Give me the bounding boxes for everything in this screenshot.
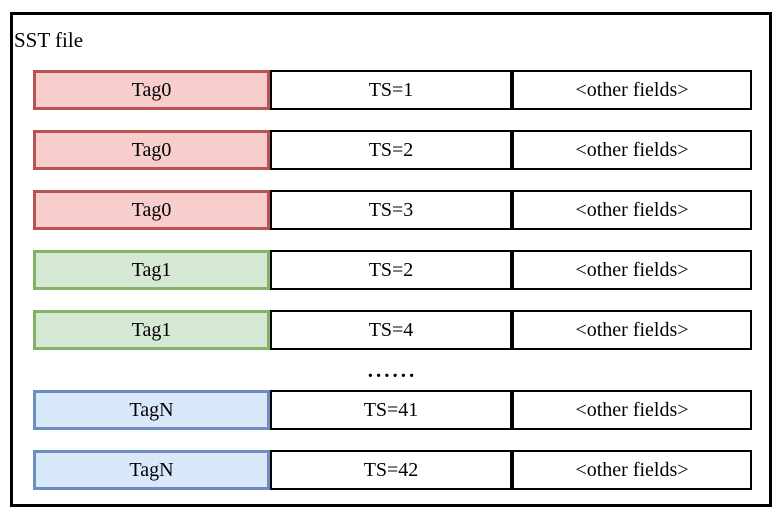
sst-file-label: SST file [14, 28, 84, 52]
sst-record-row: Tag1 TS=2 <other fields> [33, 250, 752, 290]
other-fields-cell: <other fields> [512, 70, 752, 110]
other-fields-cell: <other fields> [512, 450, 752, 490]
other-fields-cell: <other fields> [512, 130, 752, 170]
sst-record-row: TagN TS=41 <other fields> [33, 390, 752, 430]
timestamp-cell: TS=41 [270, 390, 512, 430]
sst-file-box: SST file Tag0 TS=1 <other fields> Tag0 T… [10, 12, 772, 507]
sst-record-row: Tag0 TS=2 <other fields> [33, 130, 752, 170]
tag-cell: Tag1 [33, 310, 270, 350]
timestamp-cell: TS=42 [270, 450, 512, 490]
other-fields-cell: <other fields> [512, 310, 752, 350]
other-fields-cell: <other fields> [512, 250, 752, 290]
timestamp-cell: TS=4 [270, 310, 512, 350]
tag-cell: Tag1 [33, 250, 270, 290]
sst-record-row: Tag0 TS=3 <other fields> [33, 190, 752, 230]
sst-record-row: TagN TS=42 <other fields> [33, 450, 752, 490]
tag-cell: TagN [33, 390, 270, 430]
timestamp-cell: TS=1 [270, 70, 512, 110]
other-fields-cell: <other fields> [512, 390, 752, 430]
timestamp-cell: TS=2 [270, 250, 512, 290]
tag-cell: TagN [33, 450, 270, 490]
tag-cell: Tag0 [33, 130, 270, 170]
tag-cell: Tag0 [33, 70, 270, 110]
tag-cell: Tag0 [33, 190, 270, 230]
other-fields-cell: <other fields> [512, 190, 752, 230]
timestamp-cell: TS=2 [270, 130, 512, 170]
sst-record-row: Tag1 TS=4 <other fields> [33, 310, 752, 350]
sst-record-row: Tag0 TS=1 <other fields> [33, 70, 752, 110]
timestamp-cell: TS=3 [270, 190, 512, 230]
ellipsis-row: ...... [367, 358, 418, 382]
record-list: Tag0 TS=1 <other fields> Tag0 TS=2 <othe… [33, 70, 752, 490]
